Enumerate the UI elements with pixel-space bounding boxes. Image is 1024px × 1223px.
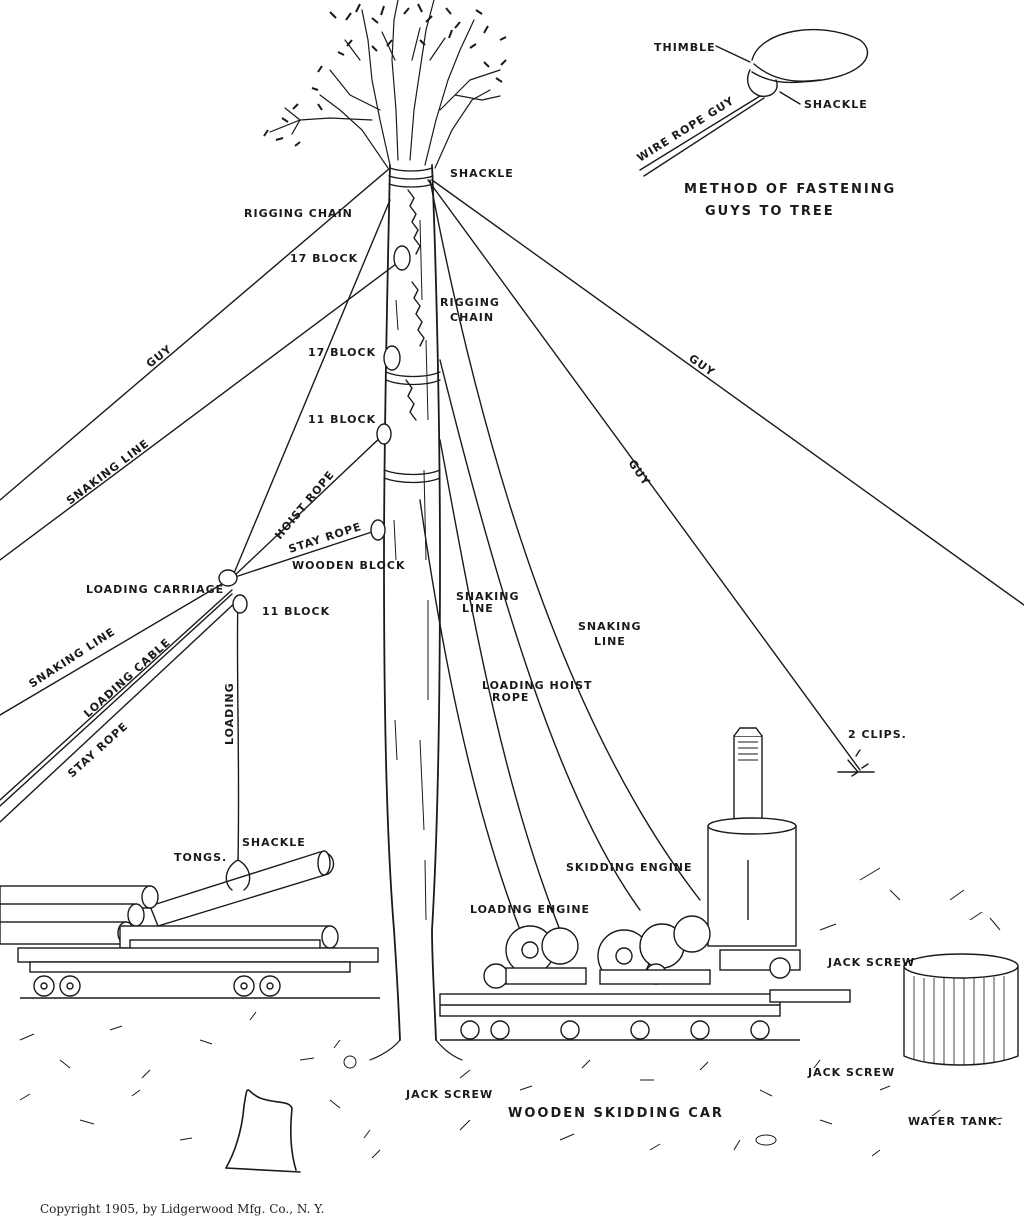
label-loading-carriage: LOADING CARRIAGE — [86, 583, 224, 596]
stay-rope-upper-line — [231, 529, 379, 579]
tank-staves — [913, 976, 1005, 1065]
label-jack-screw-right: JACK SCREW — [827, 956, 915, 969]
label-rigging-chain-left: RIGGING CHAIN — [244, 207, 353, 220]
guy-right-mid-line — [427, 179, 861, 771]
label-rigging-chain-right-1: RIGGING — [440, 296, 500, 309]
label-wire-rope-guy: WIRE ROPE GUY — [635, 94, 737, 164]
label-method-line2: GUYS TO TREE — [705, 204, 835, 219]
label-stay-rope-lower: STAY ROPE — [65, 720, 130, 781]
label-shackle-tree: SHACKLE — [450, 167, 514, 180]
block-11-upper-icon — [376, 423, 392, 445]
label-shackle-tongs: SHACKLE — [242, 836, 306, 849]
label-jack-screw-bottom-left: JACK SCREW — [405, 1088, 493, 1101]
label-2-clips: 2 CLIPS. — [848, 728, 907, 741]
label-jack-screw-bottom-right: JACK SCREW — [807, 1066, 895, 1079]
label-loading-vertical: LOADING — [223, 682, 236, 745]
label-11-block-lower: 11 BLOCK — [262, 605, 330, 618]
skidding-car — [439, 989, 851, 1041]
label-snaking-line-right-2: LINE — [594, 635, 626, 648]
loading-cable-line — [0, 589, 233, 801]
smokestack — [733, 735, 763, 833]
tongs-icon — [225, 859, 251, 891]
ground-texture — [19, 867, 1003, 1159]
snaking-line-lower — [0, 577, 233, 716]
hoist-rope-line — [231, 433, 385, 579]
rigging-chain — [405, 189, 425, 421]
label-rigging-chain-right-2: CHAIN — [450, 311, 494, 324]
label-17-block-upper: 17 BLOCK — [290, 252, 358, 265]
label-loading-hoist-rope-2: ROPE — [492, 691, 529, 704]
tree-stump — [225, 1089, 301, 1173]
stack-hatch — [738, 741, 758, 761]
label-shackle-top: SHACKLE — [804, 98, 868, 111]
label-water-tank: WATER TANK. — [908, 1115, 1003, 1128]
label-loading-hoist-rope-1: LOADING HOIST — [482, 679, 593, 692]
engines — [483, 915, 801, 989]
copyright-text: Copyright 1905, by Lidgerwood Mfg. Co., … — [40, 1202, 324, 1216]
guy-left-line — [0, 167, 391, 501]
tree-crown — [269, 0, 501, 169]
snaking-line-mid — [439, 439, 561, 931]
loading-vertical-line — [236, 599, 240, 861]
label-snaking-line-upper: SNAKING LINE — [64, 437, 152, 508]
label-snaking-line-mid-1: SNAKING — [456, 590, 520, 603]
leaf-marks — [263, 3, 507, 147]
block-17-upper-icon — [393, 245, 411, 271]
water-tank — [903, 953, 1019, 1066]
snaking-line-right — [439, 359, 641, 911]
guy-right-far-line — [431, 179, 1024, 606]
label-snaking-line-lower: SNAKING LINE — [27, 625, 118, 690]
loading-hoist-rope — [419, 499, 521, 931]
tree-trunk — [369, 164, 463, 1061]
label-snaking-line-right-1: SNAKING — [578, 620, 642, 633]
label-17-block-lower: 17 BLOCK — [308, 346, 376, 359]
cables — [0, 167, 1024, 931]
label-snaking-line-mid-2: LINE — [462, 602, 494, 615]
label-11-block-upper: 11 BLOCK — [308, 413, 376, 426]
label-tongs: TONGS. — [174, 851, 227, 864]
label-guy-right-mid: GUY — [626, 457, 653, 488]
label-skidding-engine: SKIDDING ENGINE — [566, 861, 693, 874]
block-17-lower-icon — [383, 345, 401, 371]
pulley-blocks — [218, 245, 411, 614]
label-wooden-block: WOODEN BLOCK — [292, 559, 405, 572]
label-guy-left: GUY — [144, 342, 175, 370]
snaking-line-upper — [0, 257, 405, 561]
fastening-inset — [639, 28, 869, 177]
loading-carriage-icon — [218, 569, 238, 587]
label-wooden-skidding-car: WOODEN SKIDDING CAR — [508, 1106, 724, 1121]
block-11-lower-icon — [232, 594, 248, 614]
label-loading-engine: LOADING ENGINE — [470, 903, 590, 916]
stay-rope-lower-line — [0, 599, 239, 823]
log-pile — [0, 850, 339, 957]
skidding-rope — [429, 179, 701, 901]
boiler — [707, 727, 797, 947]
wooden-block-icon — [370, 519, 386, 541]
label-method-line1: METHOD OF FASTENING — [684, 182, 896, 197]
label-guy-right-far: GUY — [686, 352, 717, 379]
clip-anchor — [837, 749, 875, 777]
trunk-bark-marks — [393, 219, 429, 921]
rigging-diag-line — [231, 199, 391, 579]
label-thimble: THIMBLE — [654, 41, 716, 54]
flat-car-left — [17, 947, 380, 999]
trunk-wraps — [383, 167, 441, 484]
